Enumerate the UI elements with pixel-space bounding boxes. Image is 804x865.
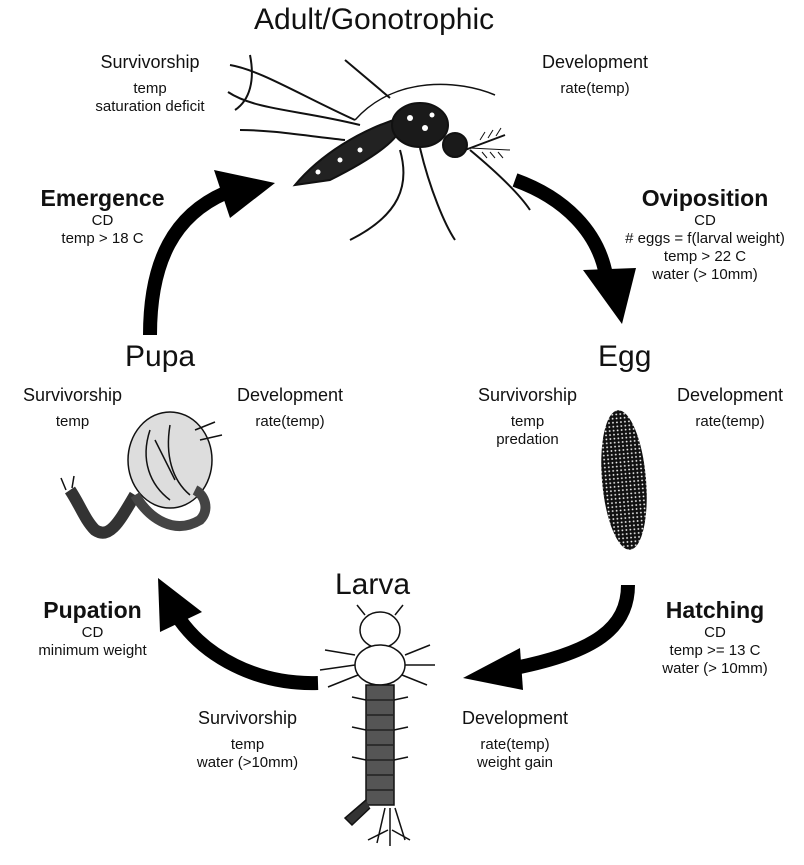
pupation-transition: Pupation CD minimum weight — [20, 597, 165, 660]
adult-survivorship-factor: temp — [70, 80, 230, 98]
oviposition-condition: # eggs = f(larval weight) — [610, 230, 800, 248]
larva-development-factors: rate(temp) weight gain — [445, 736, 585, 772]
egg-survivorship-label: Survivorship — [460, 385, 595, 406]
larva-survivorship-label: Survivorship — [180, 708, 315, 729]
pupa-development-factor: rate(temp) — [220, 413, 360, 431]
adult-stage-title: Adult/Gonotrophic — [254, 3, 494, 37]
pupa-stage-title: Pupa — [125, 340, 195, 374]
pupation-title: Pupation — [20, 597, 165, 624]
pupa-development-factors: rate(temp) — [220, 413, 360, 431]
adult-survivorship-label: Survivorship — [80, 52, 220, 73]
adult-development-factor: rate(temp) — [525, 80, 665, 98]
adult-development-label: Development — [525, 52, 665, 73]
oviposition-condition: temp > 22 C — [610, 248, 800, 266]
hatching-arrow — [463, 585, 628, 690]
oviposition-transition: Oviposition CD # eggs = f(larval weight)… — [610, 185, 800, 284]
oviposition-condition: CD — [610, 212, 800, 230]
egg-icon — [596, 408, 652, 551]
egg-survivorship-factors: temp predation — [460, 413, 595, 449]
larva-survivorship-factor: water (>10mm) — [180, 754, 315, 772]
hatching-title: Hatching — [640, 597, 790, 624]
pupa-survivorship-label: Survivorship — [5, 385, 140, 406]
egg-development-label: Development — [660, 385, 800, 406]
mosquito-adult-icon — [228, 55, 530, 240]
emergence-condition: temp > 18 C — [15, 230, 190, 248]
adult-survivorship-factors: temp saturation deficit — [70, 80, 230, 116]
pupation-condition: CD — [20, 624, 165, 642]
hatching-condition: CD — [640, 624, 790, 642]
larva-survivorship-factor: temp — [180, 736, 315, 754]
larva-development-factor: weight gain — [445, 754, 585, 772]
larva-development-label: Development — [445, 708, 585, 729]
oviposition-title: Oviposition — [610, 185, 800, 212]
adult-survivorship-factor: saturation deficit — [70, 98, 230, 116]
emergence-transition: Emergence CD temp > 18 C — [15, 185, 190, 248]
pupation-arrow — [158, 578, 318, 683]
egg-survivorship-factor: predation — [460, 431, 595, 449]
hatching-transition: Hatching CD temp >= 13 C water (> 10mm) — [640, 597, 790, 678]
pupa-survivorship-factors: temp — [5, 413, 140, 431]
larva-survivorship-factors: temp water (>10mm) — [180, 736, 315, 772]
larva-development-factor: rate(temp) — [445, 736, 585, 754]
emergence-title: Emergence — [15, 185, 190, 212]
hatching-condition: temp >= 13 C — [640, 642, 790, 660]
pupation-condition: minimum weight — [20, 642, 165, 660]
egg-survivorship-factor: temp — [460, 413, 595, 431]
emergence-condition: CD — [15, 212, 190, 230]
hatching-condition: water (> 10mm) — [640, 660, 790, 678]
larva-icon — [320, 605, 435, 846]
egg-stage-title: Egg — [598, 340, 651, 374]
oviposition-condition: water (> 10mm) — [610, 266, 800, 284]
larva-stage-title: Larva — [335, 568, 410, 602]
pupa-survivorship-factor: temp — [5, 413, 140, 431]
egg-development-factor: rate(temp) — [660, 413, 800, 431]
pupa-development-label: Development — [220, 385, 360, 406]
adult-development-factors: rate(temp) — [525, 80, 665, 98]
egg-development-factors: rate(temp) — [660, 413, 800, 431]
